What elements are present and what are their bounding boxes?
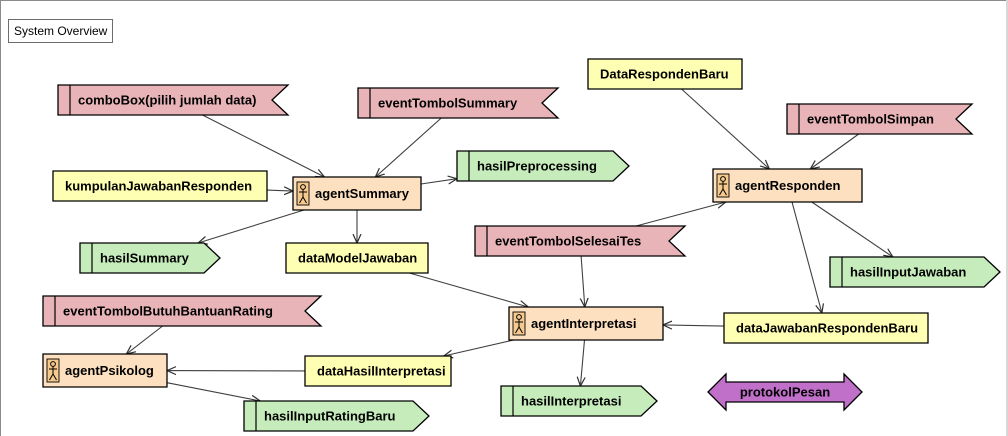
edge-comboBox-to-agentSummary — [202, 114, 325, 177]
edge-agentResponden-to-hasilInputJawaban — [811, 201, 893, 257]
node-shape-eventTombolSummary — [357, 87, 560, 119]
node-shape-hasilSummary — [79, 242, 221, 274]
edge-kumpulanJawabanResponden-to-agentSummary — [266, 190, 293, 191]
edge-DataRespondenBaru-to-agentResponden — [681, 88, 770, 169]
node-label-DataRespondenBaru: DataRespondenBaru — [600, 67, 729, 82]
node-label-hasilInterpretasi: hasilInterpretasi — [521, 394, 621, 409]
node-label-protokolPesan: protokolPesan — [740, 385, 830, 400]
node-shape-comboBox — [57, 84, 290, 116]
node-eventTombolButuhBantuanRating[interactable]: eventTombolButuhBantuanRating — [42, 295, 323, 327]
node-shape-agentPsikolog — [42, 353, 168, 388]
node-hasilInputRatingBaru[interactable]: hasilInputRatingBaru — [243, 400, 430, 432]
node-shape-kumpulanJawabanResponden — [52, 170, 268, 202]
edge-eventTombolButuhBantuanRating-to-agentPsikolog — [126, 325, 163, 354]
node-eventTombolSimpan[interactable]: eventTombolSimpan — [786, 103, 974, 135]
node-kumpulanJawabanResponden[interactable]: kumpulanJawabanResponden — [52, 170, 268, 202]
node-shape-eventTombolSimpan — [786, 103, 974, 135]
edges-layer — [126, 88, 893, 401]
node-label-eventTombolSimpan: eventTombolSimpan — [807, 112, 934, 127]
node-dataJawabanRespondenBaru[interactable]: dataJawabanRespondenBaru — [723, 312, 929, 344]
frame-top-border — [0, 0, 1008, 1]
node-eventTombolSelesaiTes[interactable]: eventTombolSelesaiTes — [474, 225, 687, 257]
agent-person-icon — [515, 314, 523, 334]
node-label-agentPsikolog: agentPsikolog — [65, 363, 154, 378]
edge-dataJawabanRespondenBaru-to-agentInterpretasi — [663, 325, 725, 326]
diagram-title: System Overview — [8, 19, 114, 43]
edge-eventTombolSimpan-to-agentResponden — [810, 133, 860, 169]
node-protokolPesan[interactable]: protokolPesan — [707, 372, 863, 412]
frame-right-border — [1006, 0, 1008, 436]
node-shape-hasilInterpretasi — [500, 385, 658, 417]
node-label-hasilInputRatingBaru: hasilInputRatingBaru — [264, 409, 396, 424]
node-hasilInterpretasi[interactable]: hasilInterpretasi — [500, 385, 658, 417]
node-label-eventTombolSummary: eventTombolSummary — [378, 96, 518, 111]
node-shape-dataModelJawaban — [285, 242, 429, 274]
node-DataRespondenBaru[interactable]: DataRespondenBaru — [587, 58, 743, 90]
agent-person-icon — [299, 184, 307, 204]
node-hasilPreprocessing[interactable]: hasilPreprocessing — [456, 150, 630, 182]
node-label-eventTombolButuhBantuanRating: eventTombolButuhBantuanRating — [63, 304, 273, 319]
node-dataHasilInterpretasi[interactable]: dataHasilInterpretasi — [304, 355, 452, 387]
agent-person-icon — [49, 361, 57, 381]
node-hasilSummary[interactable]: hasilSummary — [79, 242, 221, 274]
node-label-agentInterpretasi: agentInterpretasi — [531, 316, 636, 331]
node-label-hasilPreprocessing: hasilPreprocessing — [477, 159, 597, 174]
node-label-eventTombolSelesaiTes: eventTombolSelesaiTes — [495, 234, 641, 249]
node-shape-protokolPesan — [707, 372, 863, 412]
edge-eventTombolSelesaiTes-to-agentResponden — [635, 202, 726, 227]
edge-agentInterpretasi-to-dataHasilInterpretasi — [444, 339, 514, 356]
node-label-comboBox: comboBox(pilih jumlah data) — [78, 93, 256, 108]
edge-agentPsikolog-to-hasilInputRatingBaru — [166, 382, 260, 401]
node-shape-dataHasilInterpretasi — [304, 355, 452, 387]
node-hasilInputJawaban[interactable]: hasilInputJawaban — [829, 256, 1001, 288]
node-dataModelJawaban[interactable]: dataModelJawaban — [285, 242, 429, 274]
edge-eventTombolSummary-to-agentSummary — [375, 117, 442, 177]
node-shape-agentResponden — [712, 168, 863, 203]
node-shape-agentSummary — [292, 176, 422, 211]
frame-left-border — [0, 0, 1, 436]
edge-dataModelJawaban-to-agentInterpretasi — [409, 272, 528, 307]
edge-agentResponden-to-dataJawabanRespondenBaru — [791, 201, 822, 313]
node-label-agentSummary: agentSummary — [315, 186, 410, 201]
node-label-kumpulanJawabanResponden: kumpulanJawabanResponden — [65, 179, 252, 194]
node-agentPsikolog[interactable]: agentPsikolog — [42, 353, 168, 388]
node-agentInterpretasi[interactable]: agentInterpretasi — [508, 306, 664, 341]
node-shape-hasilInputJawaban — [829, 256, 1001, 288]
node-shape-agentInterpretasi — [508, 306, 664, 341]
edge-eventTombolSelesaiTes-to-agentInterpretasi — [581, 255, 585, 307]
node-comboBox[interactable]: comboBox(pilih jumlah data) — [57, 84, 290, 116]
node-agentResponden[interactable]: agentResponden — [712, 168, 863, 203]
node-label-hasilSummary: hasilSummary — [100, 251, 190, 266]
node-shape-dataJawabanRespondenBaru — [723, 312, 929, 344]
agent-person-icon — [719, 176, 727, 196]
node-eventTombolSummary[interactable]: eventTombolSummary — [357, 87, 560, 119]
node-label-agentResponden: agentResponden — [735, 178, 841, 193]
node-agentSummary[interactable]: agentSummary — [292, 176, 422, 211]
node-shape-eventTombolButuhBantuanRating — [42, 295, 323, 327]
node-label-hasilInputJawaban: hasilInputJawaban — [850, 265, 966, 280]
node-label-dataModelJawaban: dataModelJawaban — [298, 251, 417, 266]
node-shape-DataRespondenBaru — [587, 58, 743, 90]
node-label-dataHasilInterpretasi: dataHasilInterpretasi — [317, 364, 446, 379]
nodes-layer: comboBox(pilih jumlah data) eventTombolSu… — [42, 58, 1001, 432]
node-label-dataJawabanRespondenBaru: dataJawabanRespondenBaru — [736, 321, 918, 336]
edge-agentSummary-to-hasilSummary — [198, 209, 305, 243]
edge-agentInterpretasi-to-hasilInterpretasi — [580, 339, 584, 386]
node-shape-hasilInputRatingBaru — [243, 400, 430, 432]
edge-agentSummary-to-hasilPreprocessing — [420, 179, 457, 185]
node-shape-hasilPreprocessing — [456, 150, 630, 182]
node-shape-eventTombolSelesaiTes — [474, 225, 687, 257]
